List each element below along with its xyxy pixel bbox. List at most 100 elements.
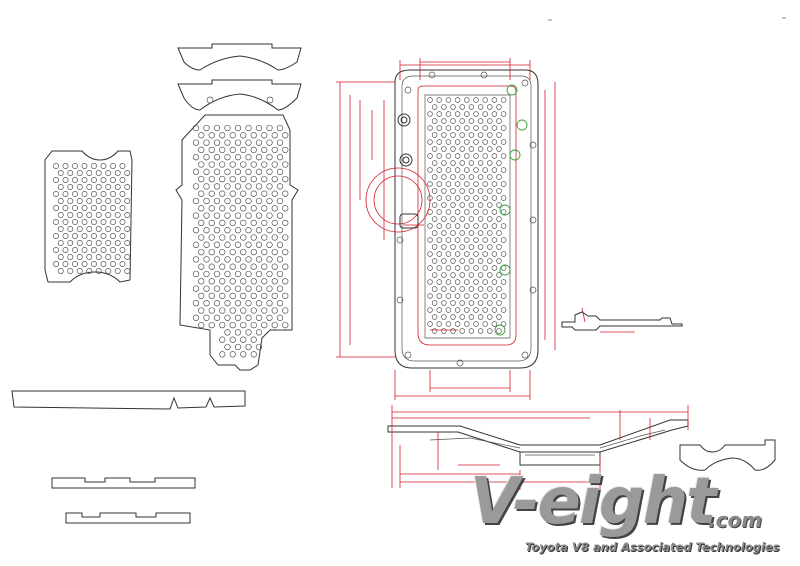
perforation-hole — [282, 175, 289, 183]
perforation-hole — [86, 240, 93, 246]
perforation-hole — [86, 268, 93, 274]
perforation-hole — [245, 241, 252, 248]
perforation-hole — [427, 279, 433, 285]
perforation-hole — [208, 190, 215, 197]
perforation-hole — [213, 241, 221, 248]
perforation-hole — [450, 258, 456, 264]
perforation-hole — [100, 205, 107, 211]
perforation-hole — [198, 205, 205, 212]
perforation-hole — [441, 132, 447, 138]
perforation-hole — [219, 219, 226, 227]
perforation-hole — [261, 307, 268, 314]
perforation-hole — [436, 111, 442, 117]
perforation-hole — [477, 188, 484, 194]
perforation-hole — [213, 183, 221, 190]
perforation-hole — [245, 227, 252, 234]
perforation-hole — [91, 191, 97, 197]
perforation-hole — [192, 183, 200, 190]
perforation-hole — [431, 258, 438, 264]
perforation-hole — [473, 321, 479, 327]
perforation-hole — [491, 209, 498, 215]
perforation-hole — [482, 307, 488, 313]
perforation-hole — [445, 195, 452, 201]
perforation-hole — [487, 104, 493, 110]
perforation-hole — [76, 170, 83, 176]
perforation-hole — [500, 167, 507, 173]
perforation-hole — [464, 223, 470, 229]
perforation-hole — [114, 240, 121, 246]
perforation-hole — [441, 146, 447, 152]
perforation-hole — [454, 125, 461, 131]
perforation-hole — [445, 153, 452, 159]
perforation-hole — [496, 314, 502, 320]
perforation-hole — [81, 219, 88, 225]
perforation-hole — [276, 168, 284, 175]
perforation-hole — [203, 256, 210, 263]
perforation-hole — [203, 168, 210, 175]
perforation-hole — [203, 197, 210, 205]
perforation-hole — [445, 223, 452, 229]
perforation-hole — [454, 307, 461, 313]
perforation-hole — [234, 270, 242, 278]
perforation-hole — [427, 153, 433, 159]
perforation-hole — [491, 167, 498, 173]
green-highlight-marks — [494, 84, 528, 336]
perforation-hole — [271, 190, 278, 197]
perforation-hole — [468, 286, 475, 292]
perforation-hole — [427, 125, 433, 131]
perforation-hole — [282, 248, 289, 256]
perforation-hole — [271, 219, 278, 227]
perforation-hole — [450, 188, 456, 194]
perforation-hole — [491, 181, 498, 187]
perforation-hole — [208, 248, 215, 256]
perforation-hole — [431, 328, 438, 334]
perforation-hole — [119, 261, 126, 267]
perforation-hole — [282, 292, 289, 300]
perforation-hole — [245, 183, 252, 190]
perforation-hole — [436, 251, 442, 257]
perforation-hole — [459, 188, 465, 194]
perforation-hole — [454, 195, 461, 201]
perforation-hole — [53, 205, 59, 211]
perforation-hole — [213, 270, 221, 278]
perforation-hole — [276, 314, 284, 321]
perforation-hole — [76, 198, 83, 204]
perforation-hole — [491, 251, 498, 257]
perforation-hole — [445, 237, 452, 243]
perforation-hole — [57, 198, 64, 204]
perforation-hole — [445, 265, 452, 271]
perforation-hole — [496, 174, 502, 180]
perforation-hole — [477, 286, 484, 292]
perforation-hole — [234, 241, 242, 248]
perforation-hole — [464, 321, 470, 327]
perforation-hole — [100, 261, 107, 267]
perforation-hole — [454, 181, 461, 187]
perforation-hole — [219, 190, 226, 197]
perforation-hole — [62, 233, 69, 239]
perforation-hole — [496, 272, 502, 278]
perforation-hole — [229, 278, 236, 285]
perforation-hole — [124, 212, 131, 218]
perforation-hole — [95, 198, 102, 204]
perforation-hole — [95, 212, 102, 218]
perforation-hole — [445, 111, 452, 117]
perforation-hole — [219, 351, 226, 358]
perforation-hole — [208, 175, 215, 183]
perforation-hole — [500, 97, 507, 103]
perforation-hole — [105, 198, 112, 204]
perforation-hole — [67, 212, 74, 218]
perforation-hole — [473, 293, 479, 299]
perforation-hole — [255, 212, 263, 219]
perforation-hole — [224, 285, 231, 292]
perforation-hole — [427, 237, 433, 243]
perforation-hole — [91, 233, 97, 239]
logo-domain-suffix: .com — [708, 508, 763, 532]
perforation-hole — [482, 209, 488, 215]
perforation-hole — [496, 258, 502, 264]
perforation-hole — [124, 170, 131, 176]
perforation-hole — [76, 212, 83, 218]
perforation-hole — [219, 132, 226, 139]
perforation-hole — [282, 190, 289, 197]
perforation-hole — [496, 160, 502, 166]
